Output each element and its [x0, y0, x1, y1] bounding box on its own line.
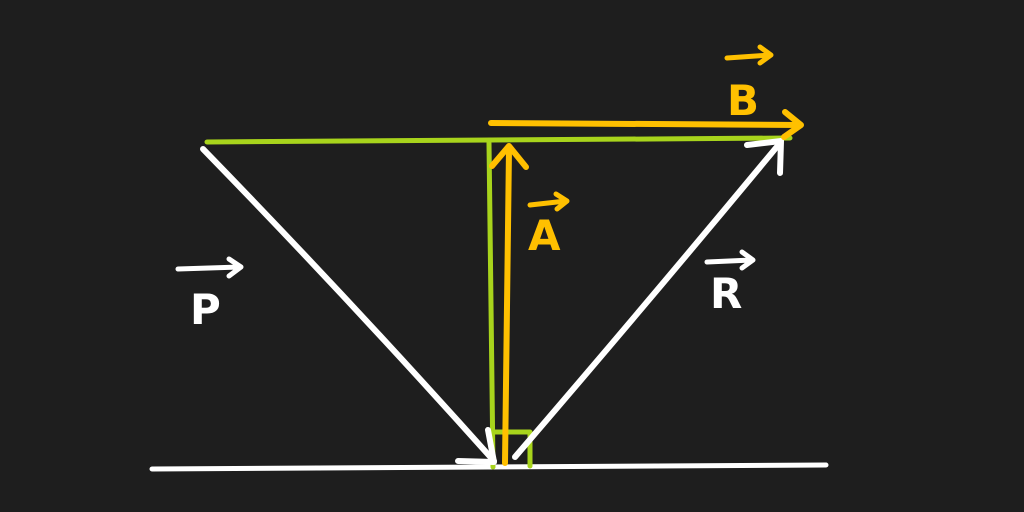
vector-b-arrow	[488, 120, 803, 128]
vector-b-arrowhead	[781, 109, 804, 140]
label-a-text: A	[528, 211, 561, 260]
label-p: P	[175, 256, 244, 334]
vector-a-arrowhead	[489, 143, 529, 170]
vector-a-arrow	[502, 146, 512, 466]
label-a: A	[527, 191, 570, 260]
label-a-arrow-icon	[527, 191, 570, 212]
vector-r-arrowhead	[744, 138, 784, 176]
green-horizontal-line	[204, 135, 793, 145]
label-r: R	[704, 249, 756, 318]
green-vertical-line	[486, 140, 496, 470]
label-r-text: R	[710, 269, 742, 318]
label-b: B	[724, 44, 774, 125]
label-b-arrow-icon	[724, 44, 774, 66]
vector-p-arrowhead	[455, 427, 497, 465]
surface-line	[149, 462, 829, 472]
vector-r-arrow	[512, 140, 783, 460]
vector-p-arrow	[200, 146, 497, 464]
label-p-arrow-icon	[175, 256, 244, 279]
label-r-arrow-icon	[704, 249, 756, 271]
label-p-text: P	[190, 285, 221, 334]
label-b-text: B	[727, 76, 759, 125]
